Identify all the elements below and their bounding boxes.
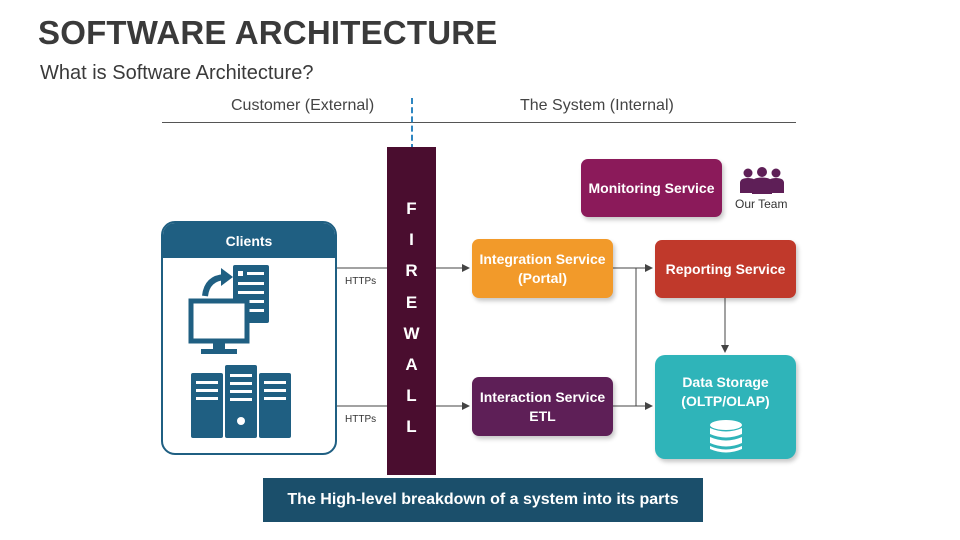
zone-label-internal: The System (Internal) — [520, 97, 674, 114]
firewall-letter: F — [406, 199, 417, 218]
zone-divider-line — [162, 122, 796, 123]
clients-title: Clients — [163, 223, 335, 258]
zone-boundary-dashed-line — [411, 98, 413, 150]
interaction-service-title: Interaction Service — [479, 388, 606, 405]
integration-service-title: Integration Service — [479, 250, 606, 267]
data-storage-box: Data Storage (OLTP/OLAP) — [655, 355, 796, 459]
protocol-label-bottom: HTTPs — [345, 414, 377, 425]
firewall-letter: L — [406, 386, 417, 406]
firewall-bar: F I R E W A L L — [387, 147, 436, 475]
page-subtitle: What is Software Architecture? — [40, 62, 314, 84]
clients-illustration — [188, 265, 291, 438]
curved-arrow-icon — [202, 268, 233, 297]
reporting-service-box: Reporting Service — [655, 240, 796, 298]
data-storage-title: Data Storage — [682, 374, 769, 390]
clients-panel: Clients — [161, 221, 337, 455]
team-label: Our Team — [735, 197, 788, 211]
team-icon — [740, 167, 784, 194]
monitor-icon — [188, 298, 250, 354]
firewall-letter: I — [409, 230, 414, 250]
interaction-service-box: Interaction Service ETL — [472, 377, 613, 436]
protocol-label-top: HTTPs — [345, 276, 377, 287]
monitoring-service-box: Monitoring Service — [581, 159, 722, 217]
zone-label-external: Customer (External) — [231, 97, 375, 114]
firewall-letter: W — [403, 323, 420, 343]
interaction-service-subtitle: ETL — [529, 407, 556, 424]
firewall-letter: A — [405, 354, 418, 374]
data-storage-subtitle: (OLTP/OLAP) — [681, 392, 770, 409]
firewall-letter: E — [405, 292, 418, 312]
server-rack-icon — [191, 365, 291, 438]
database-icon — [709, 419, 742, 453]
integration-service-box: Integration Service (Portal) — [472, 239, 613, 298]
firewall-letter: L — [406, 417, 417, 437]
integration-service-subtitle: (Portal) — [517, 269, 567, 286]
firewall-letter: R — [405, 261, 418, 281]
page-title: SOFTWARE ARCHITECTURE — [38, 14, 498, 51]
summary-banner: The High-level breakdown of a system int… — [263, 478, 703, 522]
